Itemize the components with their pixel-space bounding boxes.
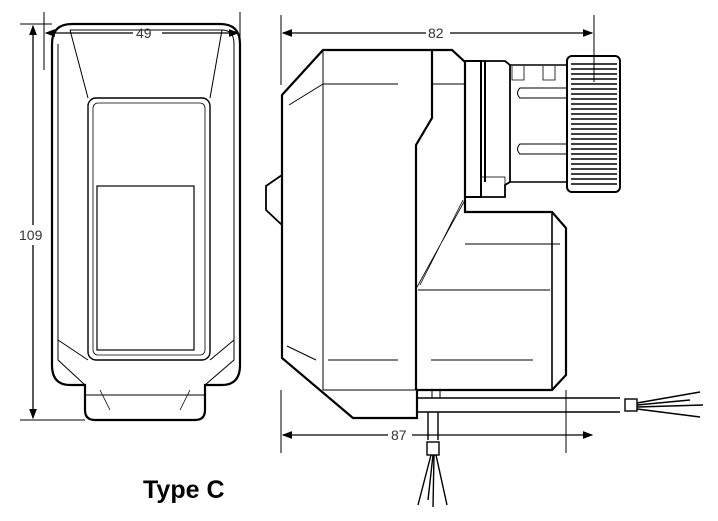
drawing-title: Type C (143, 476, 225, 504)
side-view (265, 15, 704, 508)
dimension-height: 109 (19, 227, 43, 243)
dimension-width: 49 (136, 25, 152, 41)
front-view (20, 12, 242, 422)
dimension-depth-bottom: 87 (391, 427, 407, 443)
dimension-depth-top: 82 (428, 25, 444, 41)
